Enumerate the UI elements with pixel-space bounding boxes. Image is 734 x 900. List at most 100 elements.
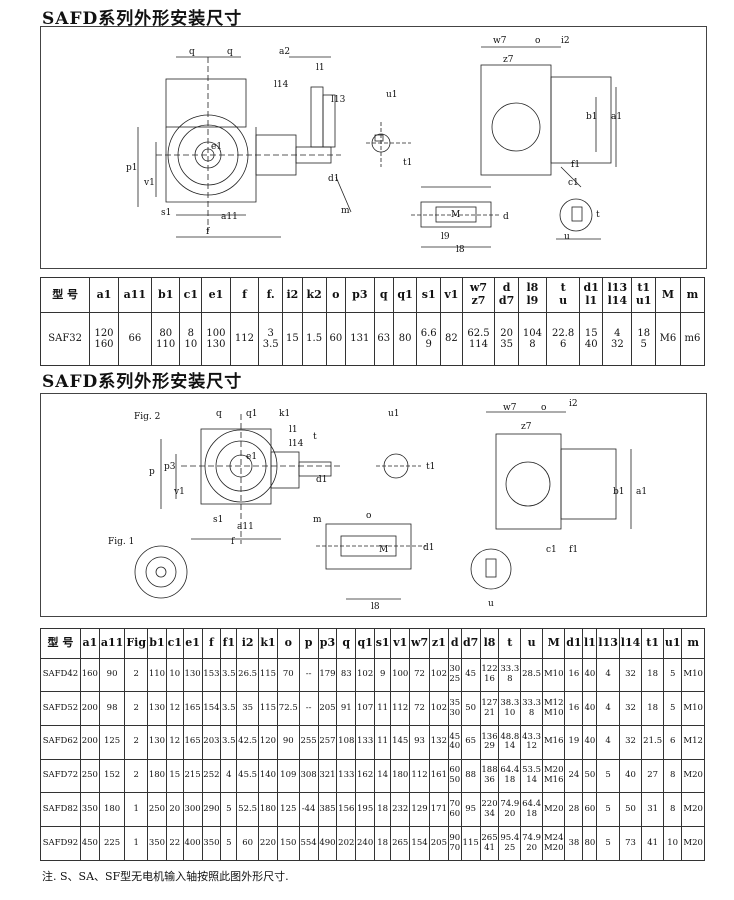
table-cell: 180 [147,758,167,794]
table-cell: 110 [147,657,167,693]
table-cell: 95 [460,792,481,828]
table-cell: 5 [220,826,238,861]
table-cell: 171 [428,792,449,828]
keyed-hub-detail-2 [470,548,512,590]
keyed-hub-detail [556,198,601,240]
drawing-panel-2: Fig. 2 Fig. 1 q q1 k1 l1 l14 t p p3 v1 e… [40,393,707,617]
table-cell: 80 [582,826,598,861]
table-cell: 112 [390,691,411,726]
table-cell: 2 [124,758,149,794]
model-cell: SAFD62 [40,724,81,760]
technical-drawing-1: q q a2 l1 l14 l13 p1 v1 e1 s1 a11 f d1 m… [126,36,622,255]
header-cell: f [229,277,260,313]
label2-w7: w7 [503,403,517,413]
table-cell: 115 [258,691,278,726]
table-cell: 154 [409,826,430,861]
table-cell: M16 [542,724,566,760]
table-cell: 265 [390,826,411,861]
gearbox-side-view [480,46,617,188]
table-cell: 2 [124,724,149,760]
table-cell: 180 [258,792,278,828]
table-cell: M6 [655,312,681,366]
header-cell: s1 [416,277,442,313]
table-cell: 129 [409,792,430,828]
table-cell: 82 [440,312,463,366]
table-cell: 32 [618,691,643,726]
table-cell: 450 [79,826,100,861]
header-cell: i2 [282,277,303,313]
model-cell: SAFD82 [40,792,81,828]
table-cell: 130 [147,724,167,760]
shaft-section-detail-2 [316,523,426,600]
table-cell: 145 [390,724,411,760]
table-cell: 91 [336,691,357,726]
header-cell: q [336,628,357,659]
label2-d1b: d1 [423,543,435,553]
table-cell: 42.5 [236,724,260,760]
label2-l1: l1 [289,425,298,435]
label-b1: b1 [586,112,598,122]
table-cell: -44 [298,792,319,828]
table-cell: 102 [355,657,376,693]
label2-i2: i2 [569,399,578,409]
label-q-right: q [227,47,233,57]
table-cell: 400 [182,826,203,861]
table-cell: 385 [317,792,338,828]
header-cell: o [276,628,300,659]
label-l8: l8 [456,245,465,255]
label-v1: v1 [143,178,155,188]
table-cell: 3.5 [220,724,238,760]
table-cell: 50 [582,758,598,794]
table-cell: 28.5 [520,657,544,693]
table-cell: 18 [374,792,392,828]
table-cell: 255 [298,724,319,760]
table-cell: 65 [460,724,481,760]
table-cell: 1 [124,826,149,861]
header-cell: d1 [564,628,584,659]
label2-b1: b1 [613,487,625,497]
table-cell: 107 [355,691,376,726]
label2-e1: e1 [246,452,257,462]
header-cell: k1 [258,628,278,659]
table-cell: 19 [564,724,584,760]
table-cell: 202 [336,826,357,861]
table-cell: 20 [165,792,184,828]
table-cell: 165 [182,724,203,760]
table-cell: 112 [409,758,430,794]
label2-v1: v1 [173,487,185,497]
table-cell: 133 [336,758,357,794]
label2-a1: a1 [636,487,647,497]
flange-fig1 [134,545,188,599]
label-l14: l14 [274,80,289,90]
table-cell: 10 [663,826,683,861]
table-cell: 152 [98,758,126,794]
table-cell: 10 [165,657,184,693]
table-cell: 4 [596,691,620,726]
label-l13: l13 [331,95,346,105]
footnote: 注. S、SA、SF型无电机输入轴按照此图外形尺寸. [42,870,289,883]
table-cell: 120 [258,724,278,760]
table-cell: 125 [98,724,126,760]
table-cell: 2 [124,657,149,693]
label2-o-side: o [541,403,546,413]
table-cell: 9 [374,657,392,693]
label-s1: s1 [161,208,171,218]
label-w7: w7 [493,36,507,46]
table-cell: 50 [460,691,481,726]
table-cell: 63 [373,312,395,366]
